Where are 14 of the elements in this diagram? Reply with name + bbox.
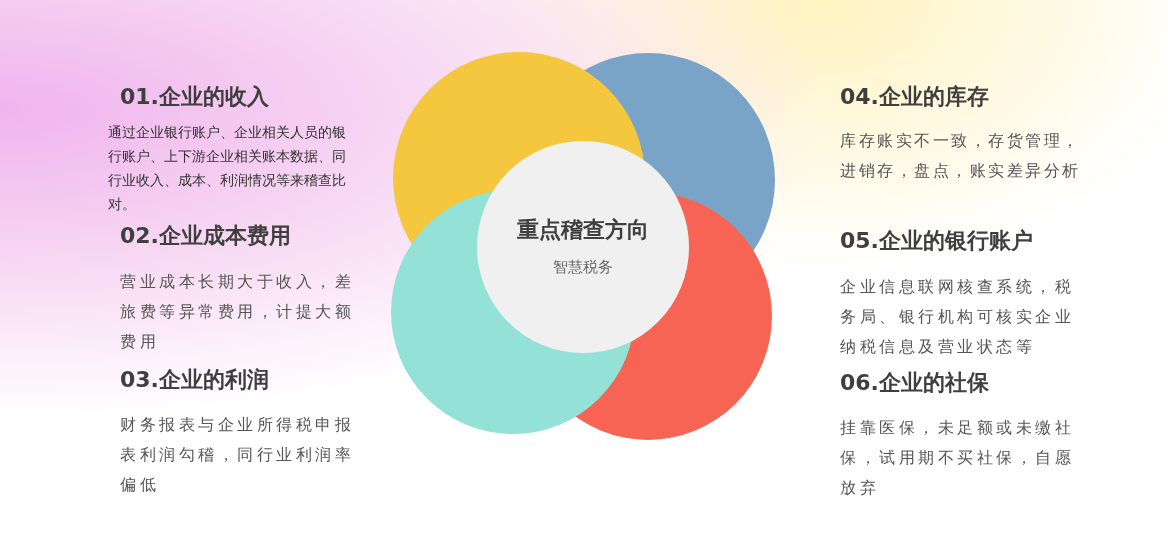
center-title: 重点稽查方向 <box>517 216 649 244</box>
section-description: 营业成本长期大于收入，差旅费等异常费用，计提大额费用 <box>120 271 355 353</box>
section-description: 企业信息联网核查系统，税务局、银行机构可核实企业纳税信息及营业状态等 <box>840 276 1075 358</box>
section-description: 库存账实不一致，存货管理，进销存，盘点，账实差异分析 <box>840 130 1082 182</box>
section-description: 通过企业银行账户、企业相关人员的银行账户、上下游企业相关账本数据、同行业收入、成本、利润情况等来稽查比对。 <box>108 123 347 214</box>
section-heading: 04.企业的库存 <box>840 83 990 111</box>
center-subtitle: 智慧税务 <box>553 256 613 278</box>
section-heading: 03.企业的利润 <box>120 366 270 394</box>
section-heading: 05.企业的银行账户 <box>840 227 1034 255</box>
section-heading: 01.企业的收入 <box>120 83 270 111</box>
section-description: 挂靠医保，未足额或未缴社保，试用期不买社保，自愿放弃 <box>840 417 1075 499</box>
section-description: 财务报表与企业所得税申报表利润勾稽，同行业利润率偏低 <box>120 414 355 496</box>
section-heading: 02.企业成本费用 <box>120 222 292 250</box>
section-heading: 06.企业的社保 <box>840 369 990 397</box>
